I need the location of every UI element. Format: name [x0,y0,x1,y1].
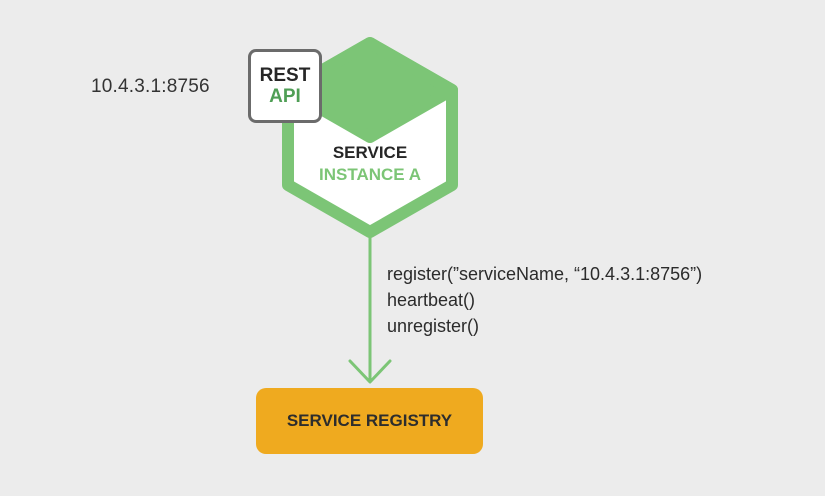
instance-label: INSTANCE A [319,165,421,184]
api-label: API [269,86,301,107]
rest-label: REST [259,65,311,86]
arrow-head [348,359,392,384]
register-call: register(”serviceName, “10.4.3.1:8756”) [387,264,703,284]
instance-address: 10.4.3.1:8756 [91,76,210,97]
unregister-call: unregister() [387,316,480,336]
registry-calls: register(”serviceName, “10.4.3.1:8756”) … [387,261,702,339]
service-instance-label: SERVICE INSTANCE A [290,142,450,186]
rest-api-box: REST API [248,49,322,123]
heartbeat-call: heartbeat() [387,290,476,310]
service-label: SERVICE [332,143,408,162]
service-registry-label: SERVICE REGISTRY [286,411,453,430]
service-registry-box: SERVICE REGISTRY [256,388,483,454]
